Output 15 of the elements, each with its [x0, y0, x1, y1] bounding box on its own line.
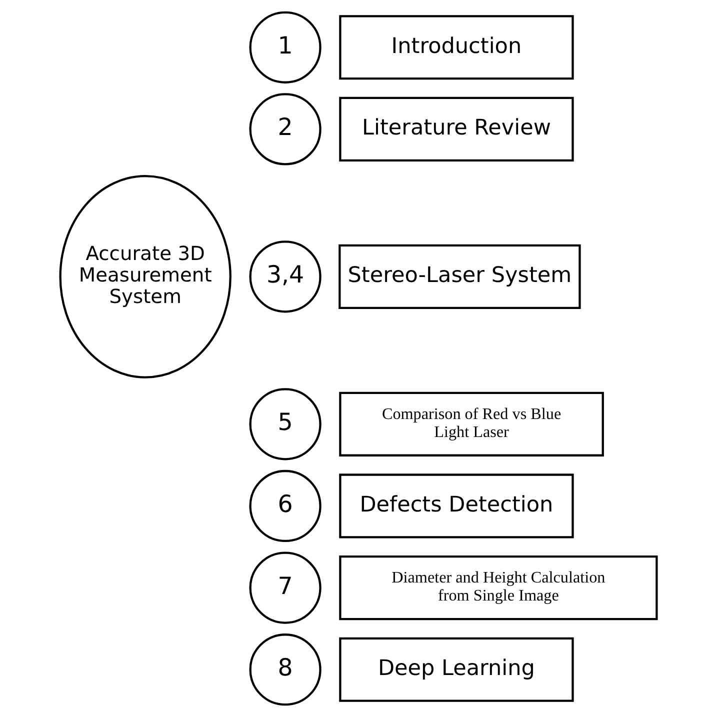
node-ellipse: Accurate 3D Measurement System: [58, 174, 231, 378]
node-circle: 5: [248, 388, 321, 460]
node-box: Comparison of Red vs Blue Light Laser: [338, 392, 604, 456]
node-box: Defects Detection: [338, 474, 574, 538]
node-circle: 8: [248, 634, 321, 706]
node-circle: 6: [248, 470, 321, 542]
node-circle: 3,4: [248, 240, 321, 313]
node-circle: 2: [248, 93, 321, 166]
node-box: Deep Learning: [338, 637, 574, 702]
node-box: Diameter and Height Calculation from Single Image: [338, 556, 658, 620]
node-circle: 1: [248, 11, 321, 84]
node-box: Stereo-Laser System: [338, 244, 580, 309]
node-box: Literature Review: [338, 96, 574, 162]
node-box: Introduction: [338, 15, 574, 80]
node-circle: 7: [248, 552, 321, 624]
